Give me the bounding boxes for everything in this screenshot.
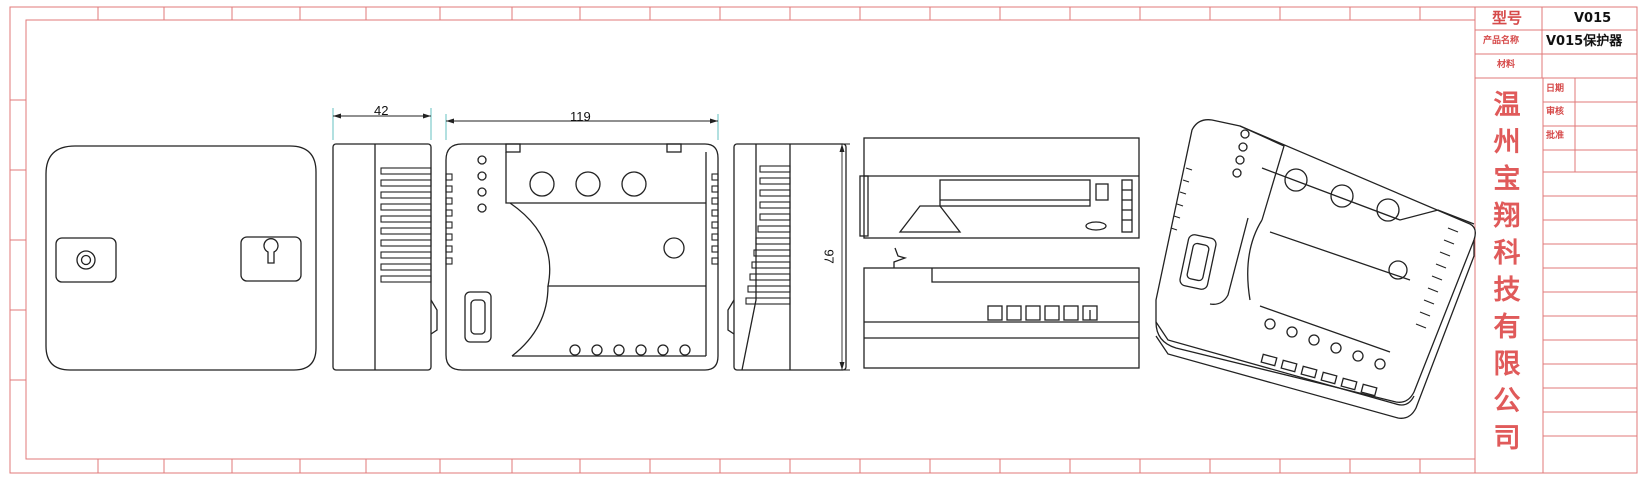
dimension-height: 97 bbox=[821, 249, 837, 264]
top-view bbox=[859, 137, 1140, 239]
dimension-front-width: 119 bbox=[570, 109, 591, 124]
isometric-view bbox=[1155, 119, 1476, 419]
title-block-grid bbox=[1475, 7, 1637, 473]
dimension-side-width: 42 bbox=[374, 103, 389, 118]
keyhole-mount bbox=[240, 236, 302, 282]
company-char-3: 宝 bbox=[1493, 164, 1521, 195]
review-label: 审核 bbox=[1546, 107, 1565, 117]
right-side-view bbox=[727, 143, 847, 371]
company-char-4: 翔 bbox=[1493, 201, 1521, 232]
sheet-frame bbox=[9, 6, 1638, 474]
company-char-9: 公 bbox=[1493, 386, 1521, 417]
usb-c-port bbox=[464, 291, 492, 343]
company-char-2: 州 bbox=[1493, 127, 1521, 158]
company-char-5: 科 bbox=[1493, 238, 1521, 269]
dimension-lines bbox=[332, 108, 850, 371]
material-label: 材料 bbox=[1497, 60, 1516, 70]
company-char-1: 温 bbox=[1493, 90, 1521, 121]
bottom-view bbox=[863, 247, 1140, 369]
company-char-8: 限 bbox=[1493, 349, 1521, 380]
iso-usb-port bbox=[1179, 234, 1217, 290]
company-char-10: 司 bbox=[1493, 423, 1521, 454]
date-label: 日期 bbox=[1546, 84, 1565, 94]
model-label: 型号 bbox=[1492, 9, 1523, 27]
model-value: V015 bbox=[1574, 11, 1612, 26]
approve-label: 批准 bbox=[1546, 131, 1565, 141]
product-label: 产品名称 bbox=[1483, 36, 1520, 46]
product-value: V015保护器 bbox=[1546, 34, 1623, 49]
screw-hole-mount bbox=[55, 237, 117, 283]
company-char-7: 有 bbox=[1493, 312, 1521, 343]
company-char-6: 技 bbox=[1493, 275, 1521, 306]
left-side-view bbox=[332, 143, 438, 371]
front-view bbox=[445, 143, 719, 371]
back-view bbox=[45, 145, 317, 371]
